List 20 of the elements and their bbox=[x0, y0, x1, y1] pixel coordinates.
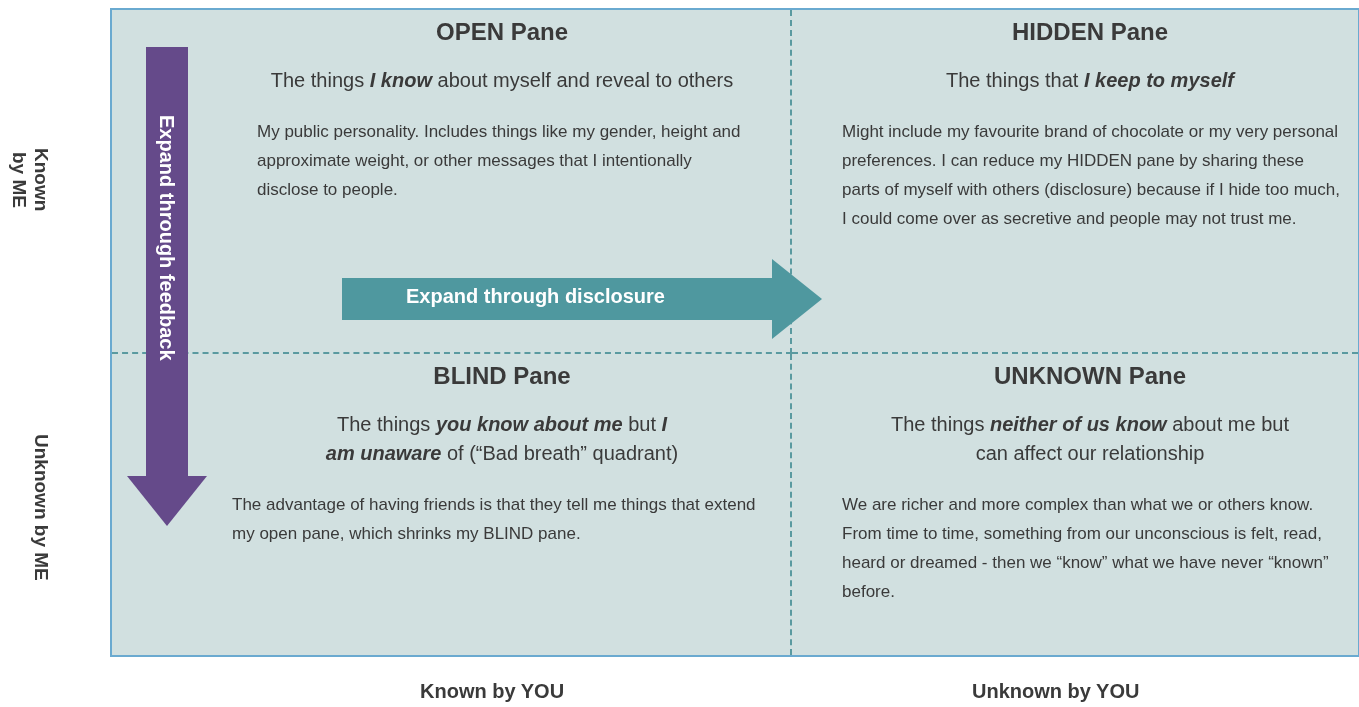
axis-label: Known by YOU bbox=[420, 680, 565, 703]
pane-heading: HIDDEN Pane bbox=[1011, 18, 1168, 46]
pane-description: We are richer and more complex than what we or others know. From time to time, something from our unconscious is felt, read, heard or dreamed - then we “know” what we have never “known” before. bbox=[842, 494, 1330, 603]
block-arrow bbox=[342, 259, 822, 339]
edge-label: Expand through feedback bbox=[155, 115, 178, 361]
pane-subtitle: The things you know about me but I am unaware of (“Bad breath” quadrant) bbox=[324, 412, 680, 466]
pane-heading: BLIND Pane bbox=[433, 362, 571, 390]
pane-heading: OPEN Pane bbox=[435, 18, 568, 46]
axis-label: Known by ME bbox=[8, 147, 52, 214]
pane-subtitle: The things neither of us know about me but can affect our relationship bbox=[890, 412, 1290, 466]
axis-label: Unknown by ME bbox=[30, 432, 52, 582]
pane-subtitle: The things that I keep to myself bbox=[946, 68, 1234, 93]
pane-subtitle: The things I know about myself and reveal to others bbox=[270, 68, 734, 93]
pane-description: My public personality. Includes things like my gender, height and approximate weight, or other messages that I intentionally disclose to people. bbox=[257, 121, 742, 201]
axis-label: Unknown by YOU bbox=[972, 680, 1140, 703]
edge-label: Expand through disclosure bbox=[406, 285, 665, 308]
block-arrow bbox=[127, 47, 207, 526]
pane-description: The advantage of having friends is that they tell me things that extend my open pane, which shrinks my BLIND pane. bbox=[232, 494, 757, 545]
pane-heading: UNKNOWN Pane bbox=[994, 362, 1186, 390]
pane-description: Might include my favourite brand of chocolate or my very personal preferences. I can reduce my HIDDEN pane by sharing these parts of myself with others (disclosure) because if I hide too much, I could come over as secretive and people may not trust me. bbox=[842, 121, 1341, 230]
